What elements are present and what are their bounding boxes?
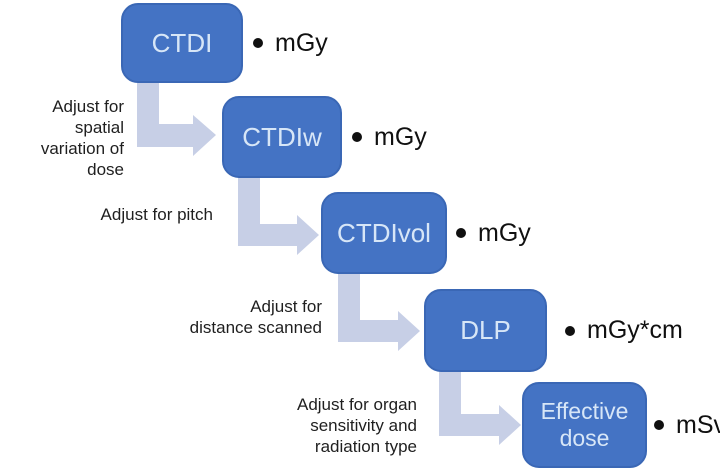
bullet-icon [565, 325, 575, 336]
node-ctdi: CTDI [121, 3, 243, 83]
adjust-label-effective-dose: Adjust for organ sensitivity and radiati… [296, 395, 417, 456]
adjust-label-ctdiw: Adjust for spatial variation of dose [40, 97, 124, 179]
node-ctdivol: CTDIvol [321, 192, 447, 274]
unit-dlp: mGy*cm [565, 289, 683, 372]
unit-label: mGy [478, 218, 531, 247]
elbow-arrow [137, 83, 216, 156]
unit-ctdivol: mGy [456, 192, 531, 274]
unit-ctdi: mGy [253, 3, 328, 83]
unit-label: mSv [676, 410, 720, 439]
bullet-icon [253, 38, 263, 48]
node-effective-dose: Effective dose [522, 382, 647, 468]
bullet-icon [654, 420, 664, 430]
adjust-label-dlp: Adjust for distance scanned [189, 297, 322, 337]
unit-effective-dose: mSv [654, 382, 720, 468]
elbow-arrow [439, 370, 521, 445]
elbow-arrow [338, 272, 420, 351]
node-dlp: DLP [424, 289, 547, 372]
adjust-label-ctdivol: Adjust for pitch [100, 205, 213, 224]
unit-label: mGy*cm [587, 316, 683, 344]
elbow-arrow [238, 176, 319, 255]
node-ctdiw: CTDIw [222, 96, 342, 178]
unit-label: mGy [275, 28, 328, 57]
bullet-icon [456, 228, 466, 238]
unit-label: mGy [374, 122, 427, 151]
bullet-icon [352, 132, 362, 142]
unit-ctdiw: mGy [352, 96, 427, 178]
